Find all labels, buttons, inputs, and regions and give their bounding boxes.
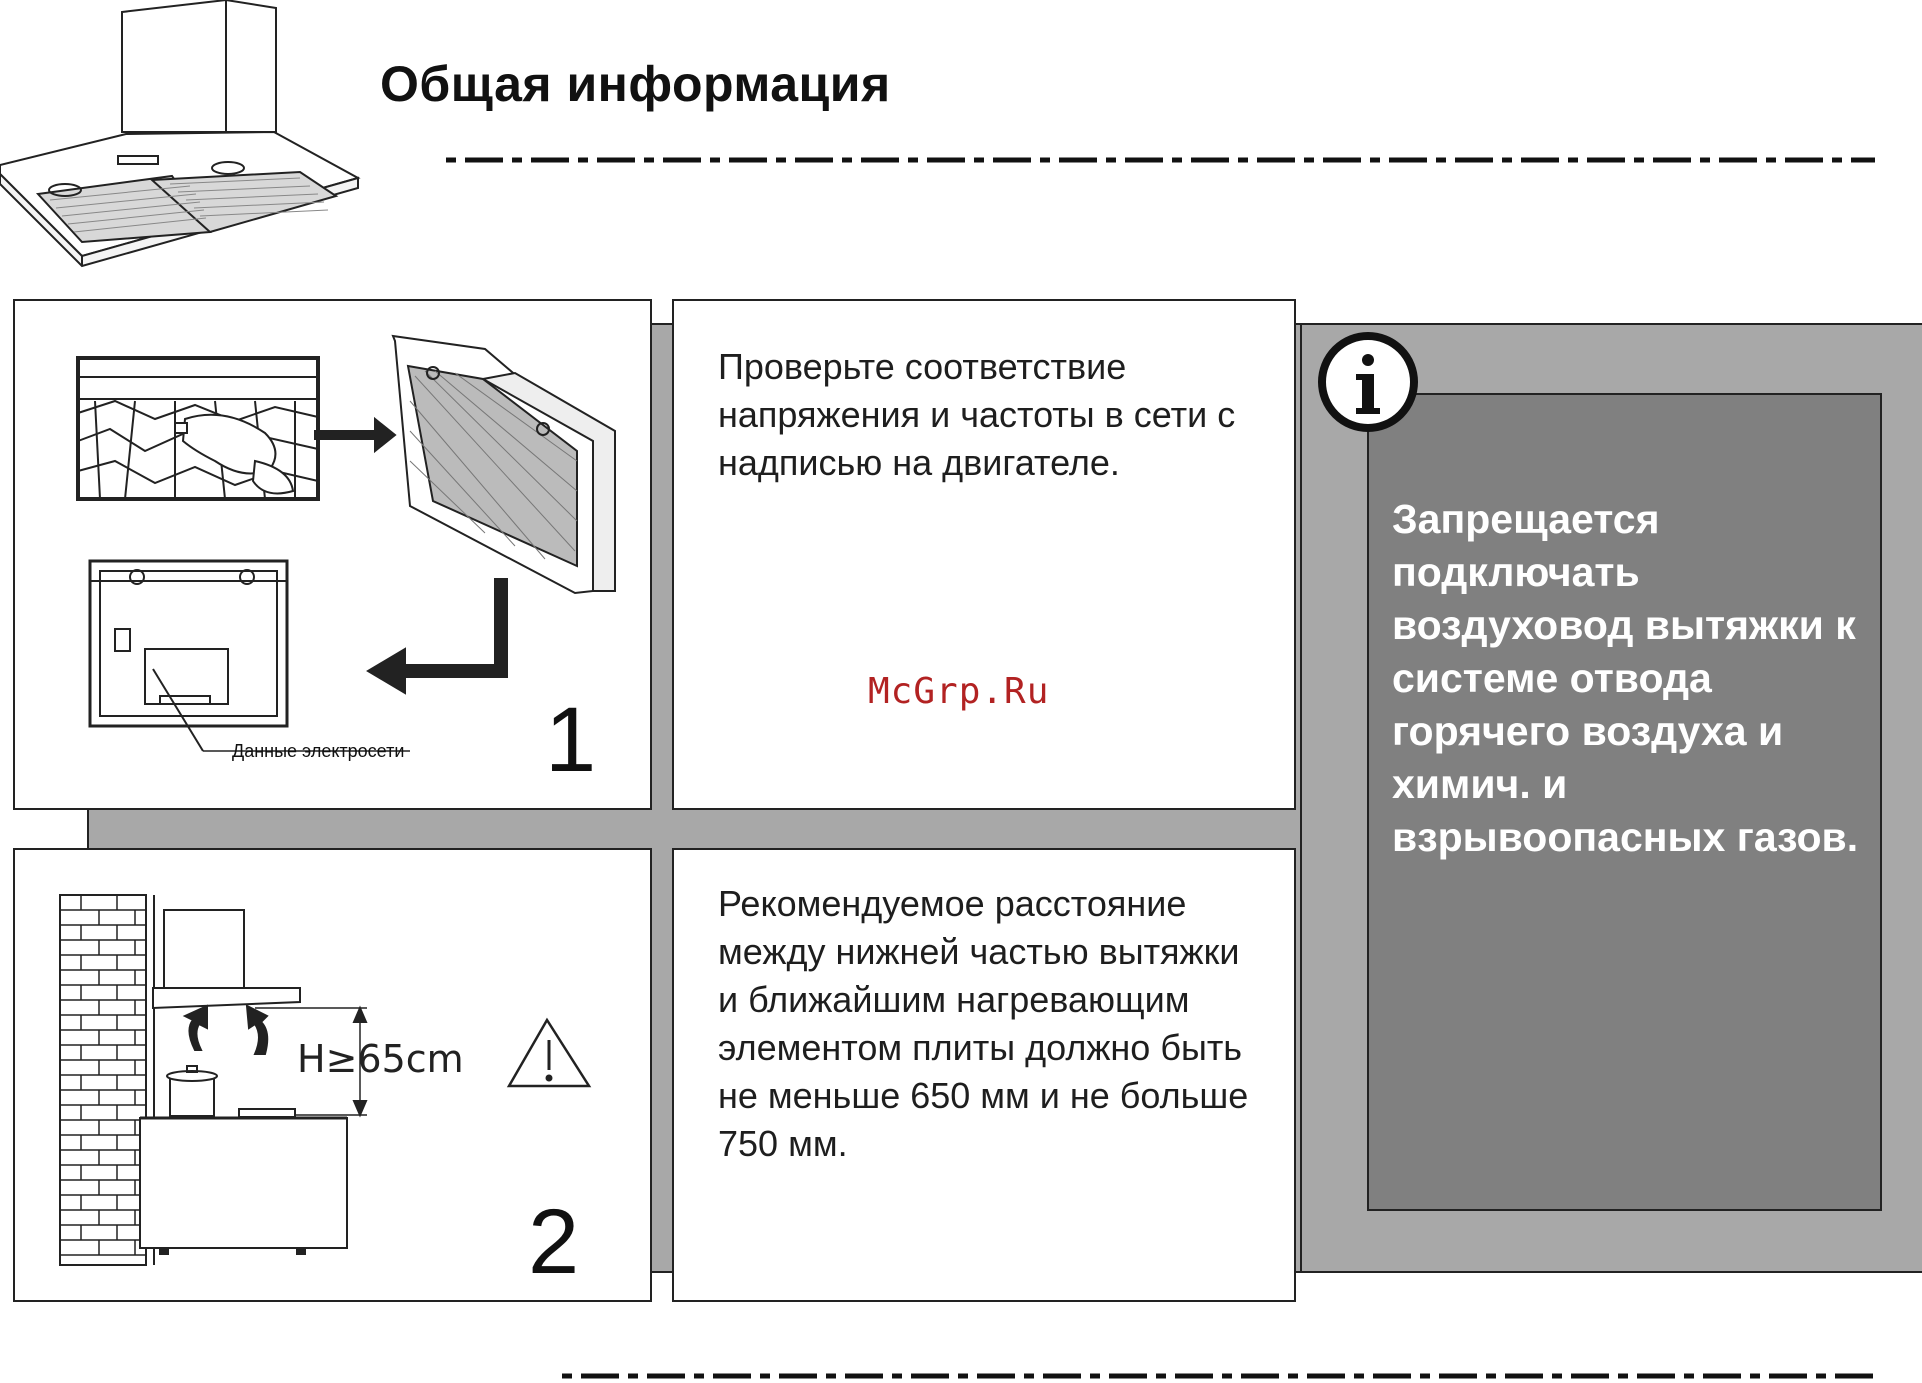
info-icon [1318,332,1418,432]
step1-illustration-box: Данные электросети 1 [13,299,652,810]
warning-text: Запрещается подключать воздуховод вытяжк… [1392,496,1859,860]
filter-removal-illustration [76,334,616,752]
mains-data-label: Данные электросети [232,741,405,761]
step2-illustration-box: H≥65cm 2 [13,848,652,1302]
height-dimension-label: H≥65cm [297,1037,464,1081]
warning-panel: Запрещается подключать воздуховод вытяжк… [1367,393,1882,1211]
hood-height-illustration [59,894,592,1266]
step1-instruction-text: Проверьте соответствие напряжения и част… [718,346,1236,483]
step1-text-box: Проверьте соответствие напряжения и част… [672,299,1296,810]
step2-text-box: Рекомендуемое расстояние между нижней ча… [672,848,1296,1302]
watermark: McGrp.Ru [868,671,1050,712]
step-number-1: 1 [545,689,597,791]
step2-instruction-text: Рекомендуемое расстояние между нижней ча… [718,883,1249,1164]
page-title: Общая информация [380,56,891,112]
range-hood-header-illustration [0,0,361,268]
step-number-2: 2 [528,1191,580,1293]
